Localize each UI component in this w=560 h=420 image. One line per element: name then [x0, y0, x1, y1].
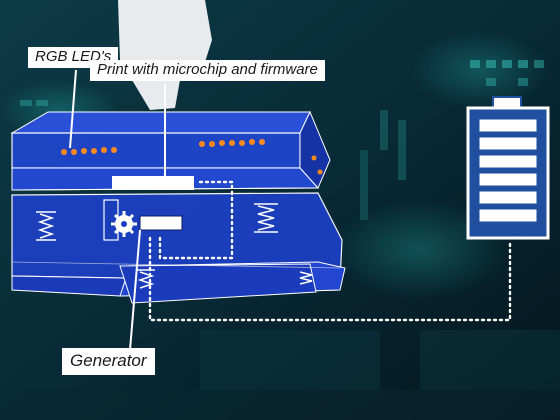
led-icon [199, 141, 205, 147]
hand-silhouette [118, 0, 212, 110]
led-icon [311, 155, 317, 161]
background-bokeh [0, 30, 560, 420]
led-icon [101, 147, 107, 153]
chip-to-led-wire [158, 180, 234, 260]
battery-segment [479, 155, 537, 168]
led-icon [81, 148, 87, 154]
led-icon [229, 140, 235, 146]
spring-icon [137, 269, 155, 289]
battery-segment [479, 137, 537, 150]
gear-icon [111, 211, 137, 237]
led-icon [111, 147, 117, 153]
device-bottom-layer [11, 192, 346, 304]
print-microchip-label: Print with microchip and firmware [90, 60, 325, 81]
generator-to-battery-wire [148, 236, 512, 322]
microchip-print [112, 176, 194, 190]
battery-segment [479, 191, 537, 204]
led-icon [91, 148, 97, 154]
led-icon [71, 149, 77, 155]
led-icon [61, 149, 67, 155]
led-icon [259, 139, 265, 145]
spring-icon [299, 271, 313, 285]
battery-segment [479, 209, 537, 222]
generator-label: Generator [62, 348, 155, 375]
connection-lines [148, 180, 512, 322]
led-icon [249, 139, 255, 145]
led-icon [239, 140, 245, 146]
battery-segment [479, 173, 537, 186]
led-icon [209, 141, 215, 147]
rgb-led-strip [61, 139, 323, 175]
leader-lines [69, 69, 166, 351]
led-icon [317, 169, 323, 175]
battery-segment [479, 119, 537, 132]
led-icon [219, 140, 225, 146]
spring-icon [254, 203, 278, 233]
battery-icon [466, 96, 550, 240]
generator [103, 199, 183, 241]
spring-icon [36, 211, 56, 241]
